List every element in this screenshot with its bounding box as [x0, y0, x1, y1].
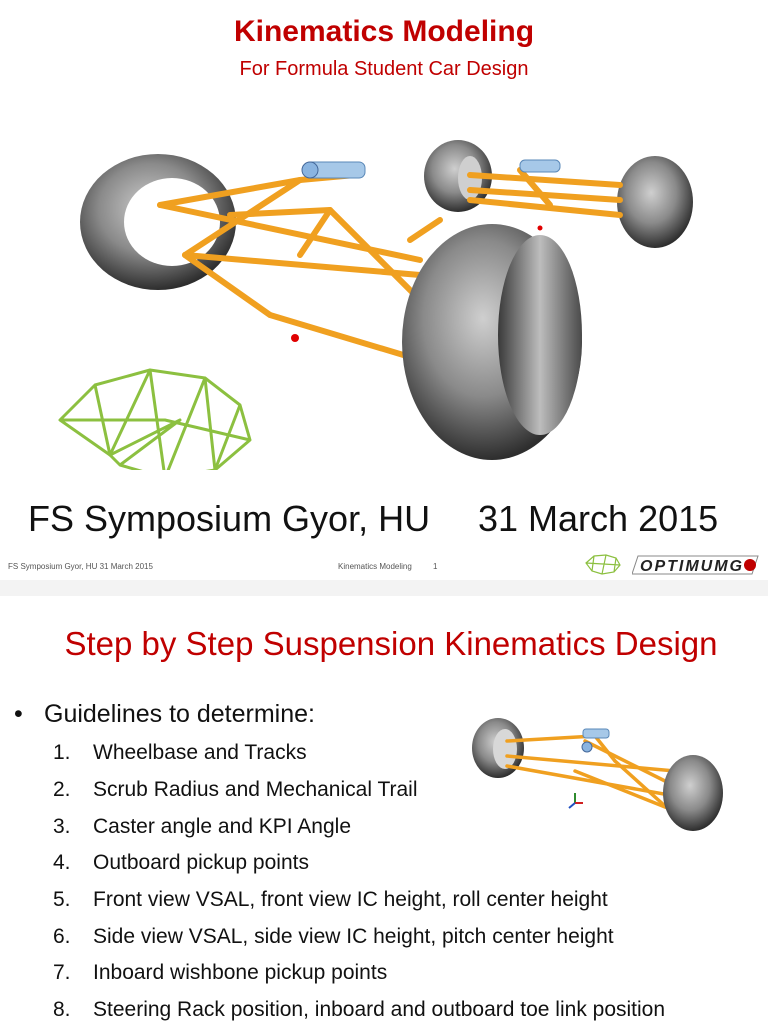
shock-absorber — [301, 159, 561, 179]
slide-gap — [0, 580, 768, 596]
bullet-heading: • Guidelines to determine: — [14, 700, 315, 729]
front-center-marker — [537, 225, 543, 231]
slide-subtitle: For Formula Student Car Design — [239, 58, 529, 80]
bullet-symbol: • — [14, 700, 23, 728]
list-item: 6.Side view VSAL, side view IC height, p… — [53, 925, 614, 948]
bullet-text: Guidelines to determine: — [44, 700, 315, 728]
list-item: 8.Steering Rack position, inboard and ou… — [53, 998, 666, 1021]
list-item: 2.Scrub Radius and Mechanical Trail — [53, 778, 418, 801]
chassis-render — [472, 718, 723, 831]
list-item: 3.Caster angle and KPI Angle — [53, 815, 352, 838]
footer-left: FS Symposium Gyor, HU 31 March 2015 — [8, 562, 153, 571]
footer-center: Kinematics Modeling — [338, 562, 412, 571]
event-name: FS Symposium Gyor, HU — [28, 498, 431, 539]
list-item: 5.Front view VSAL, front view IC height,… — [53, 888, 608, 911]
content-slide: Step by Step Suspension Kinematics Desig… — [0, 596, 768, 1024]
suspension-render — [58, 140, 693, 470]
list-item: 7.Inboard wishbone pickup points — [53, 961, 388, 984]
event-date: 31 March 2015 — [478, 498, 719, 539]
title-slide: Kinematics Modeling For Formula Student … — [8, 15, 759, 575]
roll-center-marker — [291, 334, 299, 342]
page-number: 1 — [433, 562, 438, 571]
slide-title: Step by Step Suspension Kinematics Desig… — [64, 625, 718, 662]
optimumg-logo-outline — [58, 368, 252, 470]
tire-rear-left — [80, 154, 236, 290]
optimumg-logo-text: OPTIMUMG — [640, 558, 744, 575]
optimumg-small-icon — [585, 554, 621, 575]
slide-title: Kinematics Modeling — [233, 15, 535, 48]
list-item: 1.Wheelbase and Tracks — [53, 741, 307, 764]
list-item: 4.Outboard pickup points — [53, 851, 309, 874]
tire-rear-right — [402, 224, 582, 460]
tire-front-right — [617, 156, 693, 248]
optimumg-logo: OPTIMUMG — [632, 555, 759, 575]
